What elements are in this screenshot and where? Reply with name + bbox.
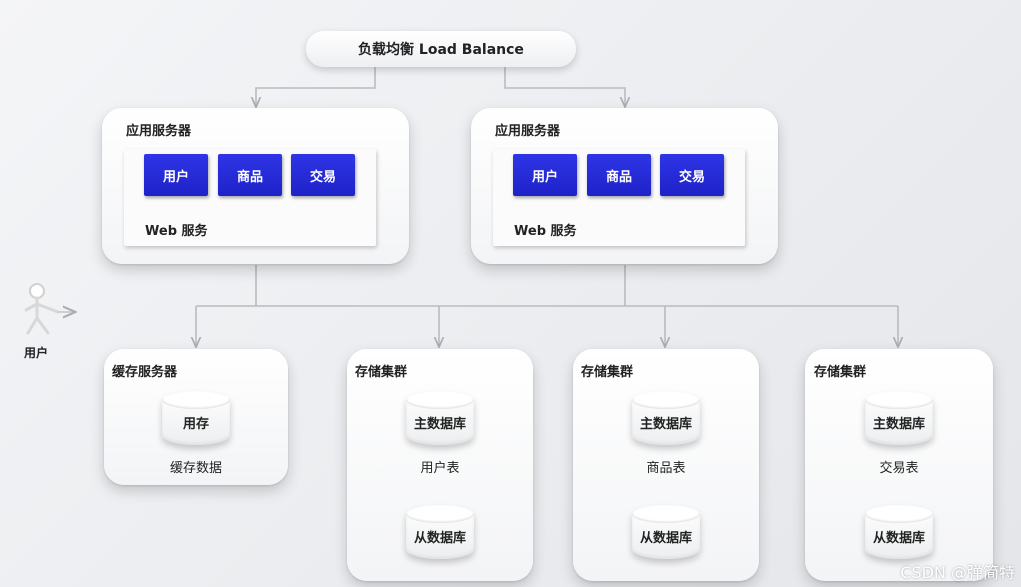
app-server-title: 应用服务器 xyxy=(126,124,192,139)
storage-cluster-title: 存储集群 xyxy=(814,365,867,380)
module-product: 商品 xyxy=(587,154,651,196)
web-service-panel: 用户 商品 交易 Web 服务 xyxy=(124,149,376,246)
slave-database-icon: 从数据库 xyxy=(632,505,700,559)
storage-cluster-title: 存储集群 xyxy=(355,365,408,380)
module-user: 用户 xyxy=(144,154,208,196)
module-user: 用户 xyxy=(513,154,577,196)
table-caption: 用户表 xyxy=(420,461,460,476)
watermark: CSDN @弹简特 xyxy=(900,563,1015,582)
app-server-2: 应用服务器 用户 商品 交易 Web 服务 xyxy=(471,108,778,264)
load-balancer-label: 负载均衡 Load Balance xyxy=(358,42,524,58)
app-server-title: 应用服务器 xyxy=(495,124,561,139)
table-caption: 商品表 xyxy=(646,461,686,476)
master-db-label: 主数据库 xyxy=(413,416,466,432)
cache-db-label: 用存 xyxy=(182,416,209,432)
web-service-label: Web 服务 xyxy=(145,224,208,239)
cache-server: 缓存服务器 用存 缓存数据 xyxy=(104,349,288,485)
slave-db-label: 从数据库 xyxy=(639,530,692,546)
cache-caption: 缓存数据 xyxy=(169,461,222,476)
module-trade: 交易 xyxy=(660,154,724,196)
slave-db-label: 从数据库 xyxy=(872,530,925,546)
load-balancer-node: 负载均衡 Load Balance xyxy=(306,31,576,67)
app-server-1: 应用服务器 用户 商品 交易 Web 服务 xyxy=(102,108,409,264)
storage-cluster-title: 存储集群 xyxy=(581,365,634,380)
master-db-label: 主数据库 xyxy=(639,416,692,432)
user-actor-label: 用户 xyxy=(24,346,49,360)
module-product: 商品 xyxy=(218,154,282,196)
master-database-icon: 主数据库 xyxy=(865,391,933,445)
web-service-panel: 用户 商品 交易 Web 服务 xyxy=(493,149,745,246)
table-caption: 交易表 xyxy=(879,461,919,476)
slave-database-icon: 从数据库 xyxy=(865,505,933,559)
storage-cluster-2: 存储集群 主数据库 商品表 从数据库 xyxy=(573,349,759,581)
master-database-icon: 主数据库 xyxy=(632,391,700,445)
module-trade: 交易 xyxy=(291,154,355,196)
cache-database-icon: 用存 xyxy=(162,391,230,445)
cache-server-title: 缓存服务器 xyxy=(112,365,178,380)
storage-cluster-3: 存储集群 主数据库 交易表 从数据库 xyxy=(805,349,993,581)
slave-database-icon: 从数据库 xyxy=(406,505,474,559)
master-db-label: 主数据库 xyxy=(872,416,925,432)
lb-to-app2-line xyxy=(504,67,625,106)
web-service-label: Web 服务 xyxy=(514,224,577,239)
stick-figure-icon xyxy=(24,283,60,335)
master-database-icon: 主数据库 xyxy=(406,391,474,445)
lb-to-app1-line xyxy=(256,67,376,106)
slave-db-label: 从数据库 xyxy=(413,530,466,546)
storage-cluster-1: 存储集群 主数据库 用户表 从数据库 xyxy=(347,349,533,581)
